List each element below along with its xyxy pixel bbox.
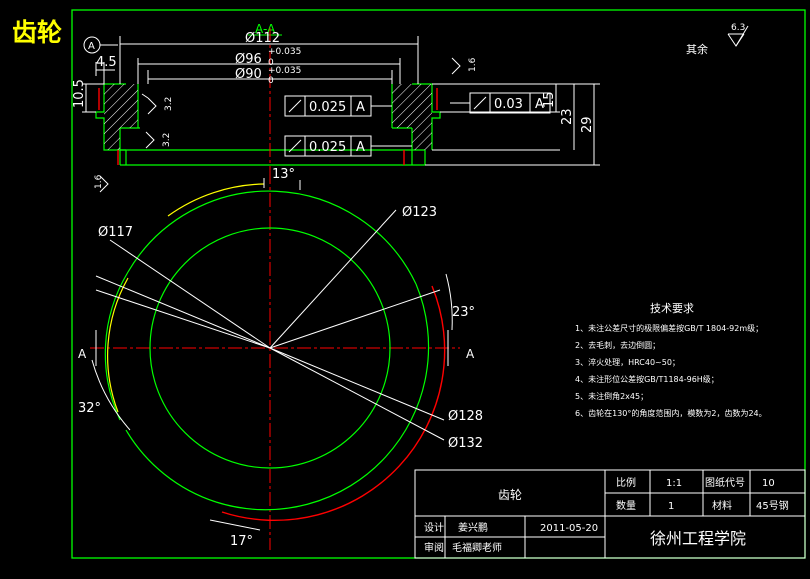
tech-req-item-1: 1、未注公差尺寸的极限偏差按GB/T 1804-92m级；: [575, 323, 763, 333]
section-arrow-right: A: [466, 347, 475, 361]
dim-d117: Ø117: [98, 225, 133, 240]
part-outline: [95, 83, 441, 166]
title-top: 齿轮: [12, 18, 62, 47]
tol-1-datum: A: [356, 100, 365, 115]
roughness-16a: 1.6: [468, 57, 478, 72]
tol-3-value: 0.025: [309, 140, 346, 155]
dim-d128: Ø128: [448, 409, 483, 424]
tb-review-label: 审阅: [424, 541, 444, 554]
tb-material-label: 材料: [712, 499, 732, 512]
tb-school: 徐州工程学院: [650, 529, 746, 548]
section-view: A-A A: [72, 22, 749, 193]
tb-material-value: 45号钢: [756, 499, 789, 512]
tb-design-label: 设计: [424, 521, 444, 534]
tb-part-name: 齿轮: [498, 488, 522, 502]
section-label: A-A: [255, 22, 276, 36]
title-block: 齿轮 比例 1:1 图纸代号 10 数量 1 材料 45号钢 设计 姜兴鹏 20…: [414, 469, 806, 559]
roughness-63: 6.3: [731, 23, 745, 33]
red-arc-right: [221, 285, 446, 522]
dim-ang17: 17°: [230, 534, 253, 549]
hatch-right-bottom: [412, 128, 432, 150]
roughness-rest-label: 其余: [686, 42, 708, 56]
dim-tol2b: 0: [268, 76, 274, 86]
tb-scale-label: 比例: [616, 476, 636, 489]
dim-ang13: 13°: [272, 167, 295, 182]
dim-tol2: +0.035: [268, 66, 301, 76]
tb-qty-label: 数量: [616, 499, 636, 512]
tb-reviewer: 毛福卿老师: [452, 541, 502, 554]
tb-scale-value: 1:1: [666, 478, 682, 489]
hatch-left-top: [104, 84, 138, 128]
datum-label: A: [88, 41, 95, 52]
roughness-16b: 1.6: [94, 174, 104, 189]
roughness-32a: 3.2: [164, 97, 174, 111]
dim-d123: Ø123: [402, 205, 437, 220]
dim-h45: 4.5: [96, 55, 117, 70]
dim-d112: Ø112: [245, 31, 280, 46]
tb-designer: 姜兴鹏: [458, 521, 488, 534]
tol-3-datum: A: [356, 140, 365, 155]
hatch-left-bottom: [104, 128, 120, 150]
tol-2-value: 0.03: [494, 97, 523, 112]
dim-ang23: 23°: [452, 305, 475, 320]
tech-requirements: 技术要求 1、未注公差尺寸的极限偏差按GB/T 1804-92m级； 2、去毛刺…: [575, 302, 767, 418]
tol-2-datum: A: [535, 97, 544, 112]
tb-qty-value: 1: [668, 501, 674, 512]
outer-arc-right: [215, 283, 430, 511]
dim-d132: Ø132: [448, 436, 483, 451]
dim-d90: Ø90: [235, 67, 262, 82]
section-arrow-left: A: [78, 347, 87, 361]
circle-d90: [149, 227, 391, 469]
dim-ang32: 32°: [78, 401, 101, 416]
dim-h29: 29: [580, 116, 595, 133]
tech-req-item-3: 3、淬火处理，HRC40~50；: [575, 357, 680, 367]
front-view: 13° Ø123 Ø117 23° 32° Ø128 Ø132 17° A A: [78, 167, 483, 550]
tb-date: 2011-05-20: [540, 523, 598, 534]
dim-h23: 23: [560, 108, 575, 125]
tech-req-item-5: 5、未注倒角2x45；: [575, 391, 648, 401]
outer-arc-top: [127, 190, 417, 285]
tech-req-heading: 技术要求: [650, 302, 694, 315]
tb-drawing-no-value: 10: [762, 478, 775, 489]
dim-d96: Ø96: [235, 52, 262, 67]
yellow-arc-top: [167, 183, 265, 217]
tech-req-item-4: 4、未注形位公差按GB/T1184-96H级；: [575, 374, 719, 384]
tb-drawing-no-label: 图纸代号: [705, 476, 745, 489]
dim-h105: 10.5: [72, 79, 87, 108]
dim-tol1b: 0: [268, 58, 274, 68]
tech-req-item-6: 6、齿轮在130°的角度范围内，模数为2，齿数为24。: [575, 408, 767, 418]
drawing-border: [71, 9, 806, 559]
tol-1-value: 0.025: [309, 100, 346, 115]
dim-tol1: +0.035: [268, 47, 301, 57]
roughness-32b: 3.2: [162, 133, 172, 147]
tech-req-item-2: 2、去毛刺，去边倒圆；: [575, 340, 660, 350]
hatch-right-top: [392, 84, 432, 128]
